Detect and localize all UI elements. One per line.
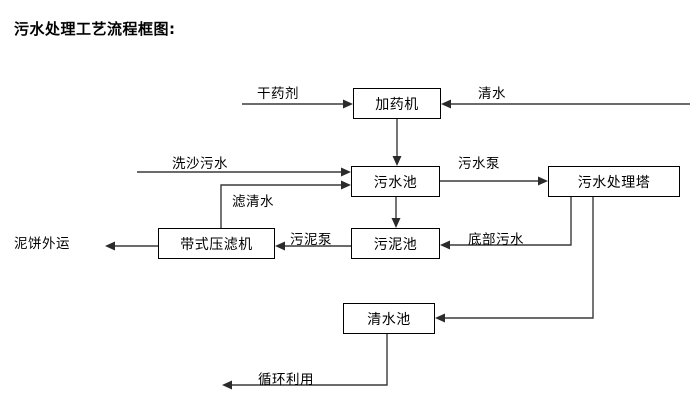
connector-sludge-pool-to-belt-filter-press [275,241,351,251]
edge-label-sludge-pump: 污泥泵 [290,232,332,248]
node-clean-water-pool[interactable]: 清水池 [343,303,435,334]
node-belt-filter-press[interactable]: 带式压滤机 [158,228,275,259]
node-sludge-pool[interactable]: 污泥池 [351,228,440,259]
connector-treatment-tower-to-sludge-pool [440,197,572,250]
connector-wastewater-pool-to-treatment-tower [440,176,548,186]
connector-treatment-tower-to-clean-water-pool [435,197,594,323]
node-label-dosing-machine: 加药机 [375,96,419,113]
edge-label-recycle-reuse: 循环利用 [258,372,314,388]
node-treatment-tower[interactable]: 污水处理塔 [548,166,680,197]
page-title: 污水处理工艺流程框图: [14,20,176,38]
node-label-clean-water-pool: 清水池 [367,311,411,328]
io-label-clean-water-input: 清水 [478,86,506,102]
node-dosing-machine[interactable]: 加药机 [353,88,441,119]
connector-dry-chemical-to-dosing-machine [242,99,353,109]
io-label-sand-wash-wastewater: 洗沙污水 [172,156,228,172]
io-label-dry-chemical: 干药剂 [257,86,299,102]
connector-dosing-machine-to-wastewater-pool [392,119,402,166]
node-wastewater-pool[interactable]: 污水池 [351,166,440,197]
node-label-belt-filter-press: 带式压滤机 [180,236,253,253]
node-label-wastewater-pool: 污水池 [373,174,418,191]
connector-wastewater-pool-to-sludge-pool [391,197,401,228]
connector-clean-water-pool-to-recycle-reuse [222,334,388,390]
edge-label-filtered-clear-water: 滤清水 [232,194,274,210]
connector-sand-wash-wastewater-to-wastewater-pool [137,167,351,177]
edge-label-wastewater-pump: 污水泵 [458,156,500,172]
edge-label-bottom-wastewater: 底部污水 [468,232,524,248]
io-label-mud-cake-output: 泥饼外运 [14,236,70,252]
node-label-sludge-pool: 污泥池 [373,236,418,253]
connector-clean-water-to-dosing-machine [441,99,690,109]
connector-filtered-water-to-wastewater-pool [220,180,351,228]
connector-belt-filter-press-to-mud-cake-output [105,241,158,251]
node-label-treatment-tower: 污水处理塔 [577,174,651,191]
